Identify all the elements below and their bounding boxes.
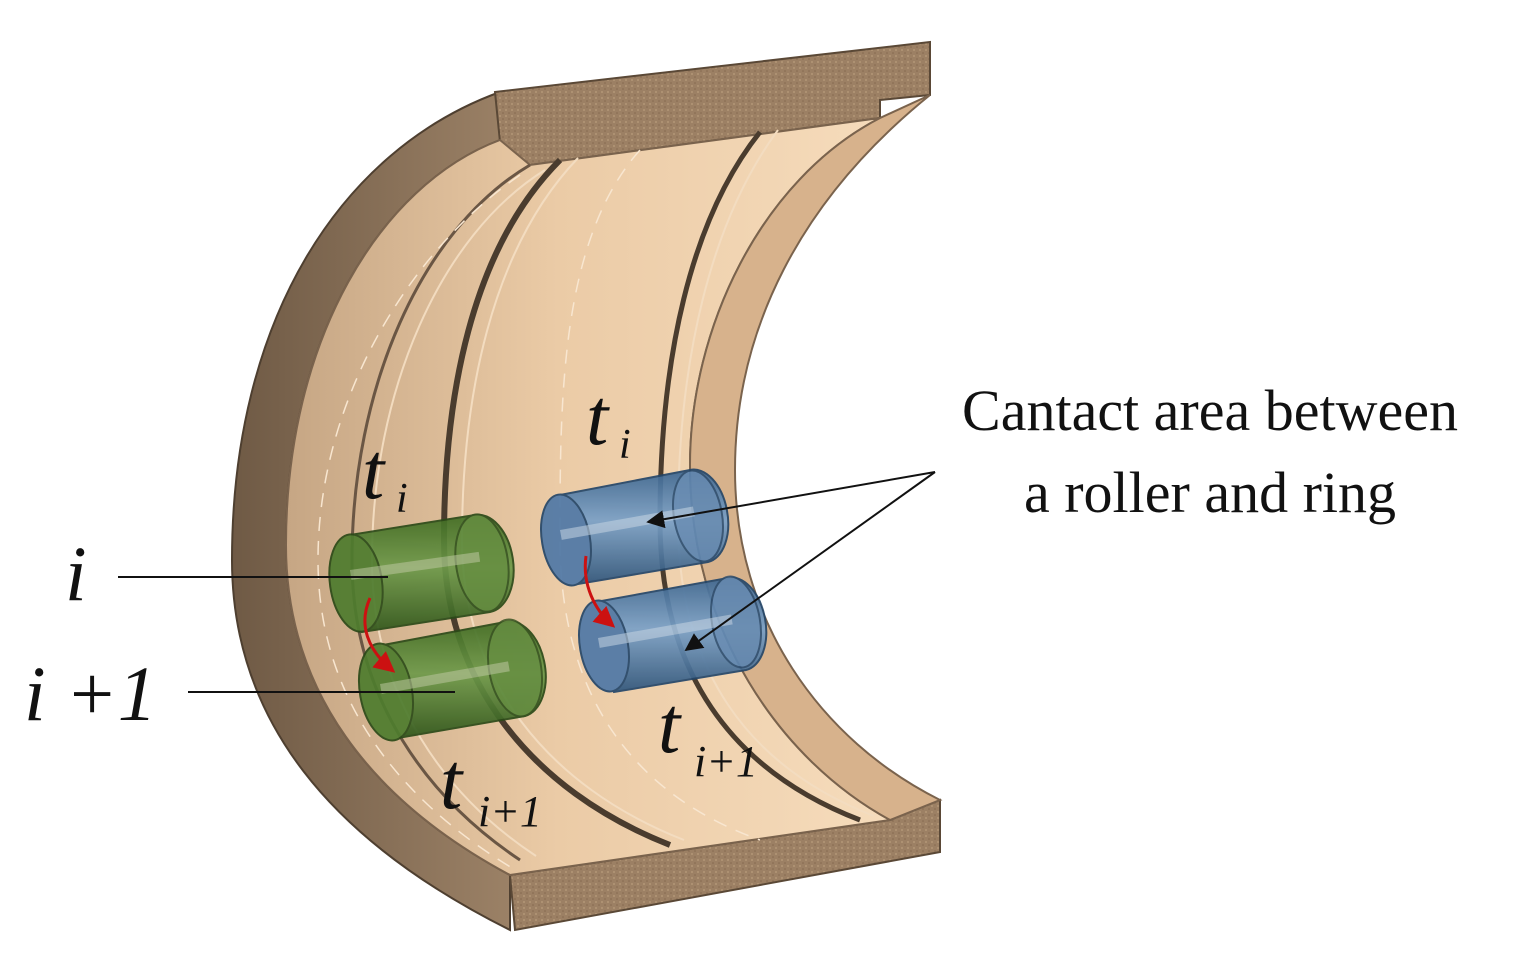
label-t-green-bottom-sub: i+1 [478,787,542,836]
roller-green-i-plus-1 [358,618,547,742]
rotation-arrow-blue [583,555,616,628]
roller-blue-i-plus-1 [578,575,768,694]
callout-arrow-upper [646,471,936,529]
label-t-blue-bottom: t [658,682,682,770]
label-t-blue-bottom-sub: i+1 [694,737,758,786]
bearing-ring [230,40,943,932]
label-t-blue-top: t [586,374,610,462]
label-roller-i: i [65,530,87,617]
label-t-green-top-sub: i [396,476,408,522]
callout-text-line2: a roller and ring [1024,460,1396,525]
roller-green-i [328,513,515,634]
label-t-green-bottom: t [440,738,464,826]
label-t-green-top: t [362,428,386,516]
roller-blue-i [540,468,730,587]
label-roller-i-plus-1: i +1 [24,650,157,737]
label-t-blue-top-sub: i [619,422,631,468]
callout-text-line1: Cantact area between [962,378,1458,443]
callout-arrow-lower [684,471,936,652]
rotation-arrow-green [363,597,396,673]
